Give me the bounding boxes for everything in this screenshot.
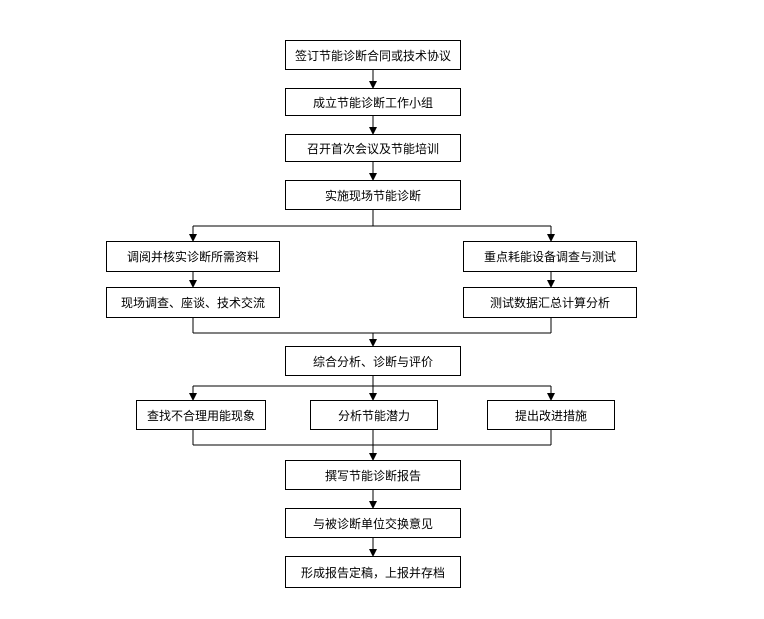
step-equipment-testing: 重点耗能设备调查与测试 — [463, 241, 637, 272]
step-finalize-report: 形成报告定稿，上报并存档 — [285, 556, 461, 588]
step-label: 重点耗能设备调查与测试 — [483, 250, 616, 264]
step-form-team: 成立节能诊断工作小组 — [285, 88, 461, 116]
step-label: 测试数据汇总计算分析 — [489, 296, 610, 310]
step-label: 提出改进措施 — [514, 408, 587, 423]
step-write-report: 撰写节能诊断报告 — [285, 460, 461, 490]
step-label: 与被诊断单位交换意见 — [312, 516, 433, 531]
step-exchange-opinions: 与被诊断单位交换意见 — [285, 508, 461, 538]
step-review-materials: 调阅并核实诊断所需资料 — [106, 241, 280, 272]
step-label: 签订节能诊断合同或技术协议 — [294, 48, 451, 63]
step-label: 调阅并核实诊断所需资料 — [126, 250, 259, 264]
step-data-analysis: 测试数据汇总计算分析 — [463, 287, 637, 318]
step-onsite-survey: 现场调查、座谈、技术交流 — [106, 287, 280, 318]
step-propose-measures: 提出改进措施 — [487, 400, 615, 430]
step-label: 成立节能诊断工作小组 — [312, 95, 433, 110]
step-find-irrational-use: 查找不合理用能现象 — [136, 400, 266, 430]
step-label: 实施现场节能诊断 — [324, 188, 421, 203]
step-analyze-potential: 分析节能潜力 — [310, 400, 438, 430]
step-label: 召开首次会议及节能培训 — [306, 141, 439, 156]
step-label: 分析节能潜力 — [337, 408, 410, 423]
step-comprehensive-analysis: 综合分析、诊断与评价 — [285, 346, 461, 376]
step-label: 综合分析、诊断与评价 — [312, 354, 433, 369]
step-first-meeting: 召开首次会议及节能培训 — [285, 134, 461, 162]
step-label: 现场调查、座谈、技术交流 — [120, 296, 265, 310]
step-sign-contract: 签订节能诊断合同或技术协议 — [285, 40, 461, 70]
step-label: 查找不合理用能现象 — [146, 408, 255, 423]
step-onsite-diagnosis: 实施现场节能诊断 — [285, 180, 461, 210]
step-label: 形成报告定稿，上报并存档 — [300, 565, 445, 580]
step-label: 撰写节能诊断报告 — [324, 468, 421, 483]
